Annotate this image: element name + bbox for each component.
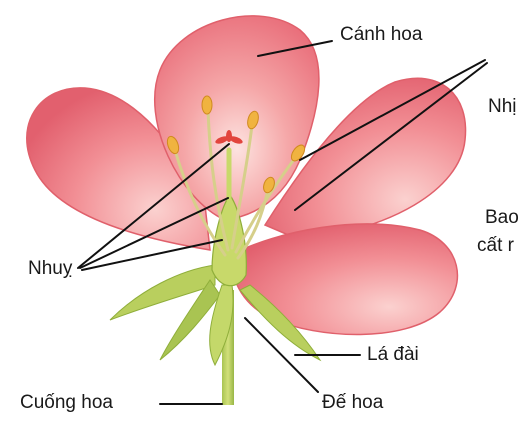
label-pedicel: Cuống hoa — [20, 393, 113, 412]
label-pistil: Nhuỵ — [28, 259, 72, 278]
label-stamen: Nhị — [488, 97, 517, 116]
label-petal: Cánh hoa — [340, 25, 422, 44]
leader-pistil-c — [82, 240, 222, 270]
label-side-1: Bao — [485, 208, 519, 227]
label-receptacle: Đế hoa — [322, 393, 383, 412]
petal-bottom — [230, 224, 457, 335]
label-side-2: cất r — [477, 236, 514, 255]
label-sepal: Lá đài — [367, 345, 419, 364]
